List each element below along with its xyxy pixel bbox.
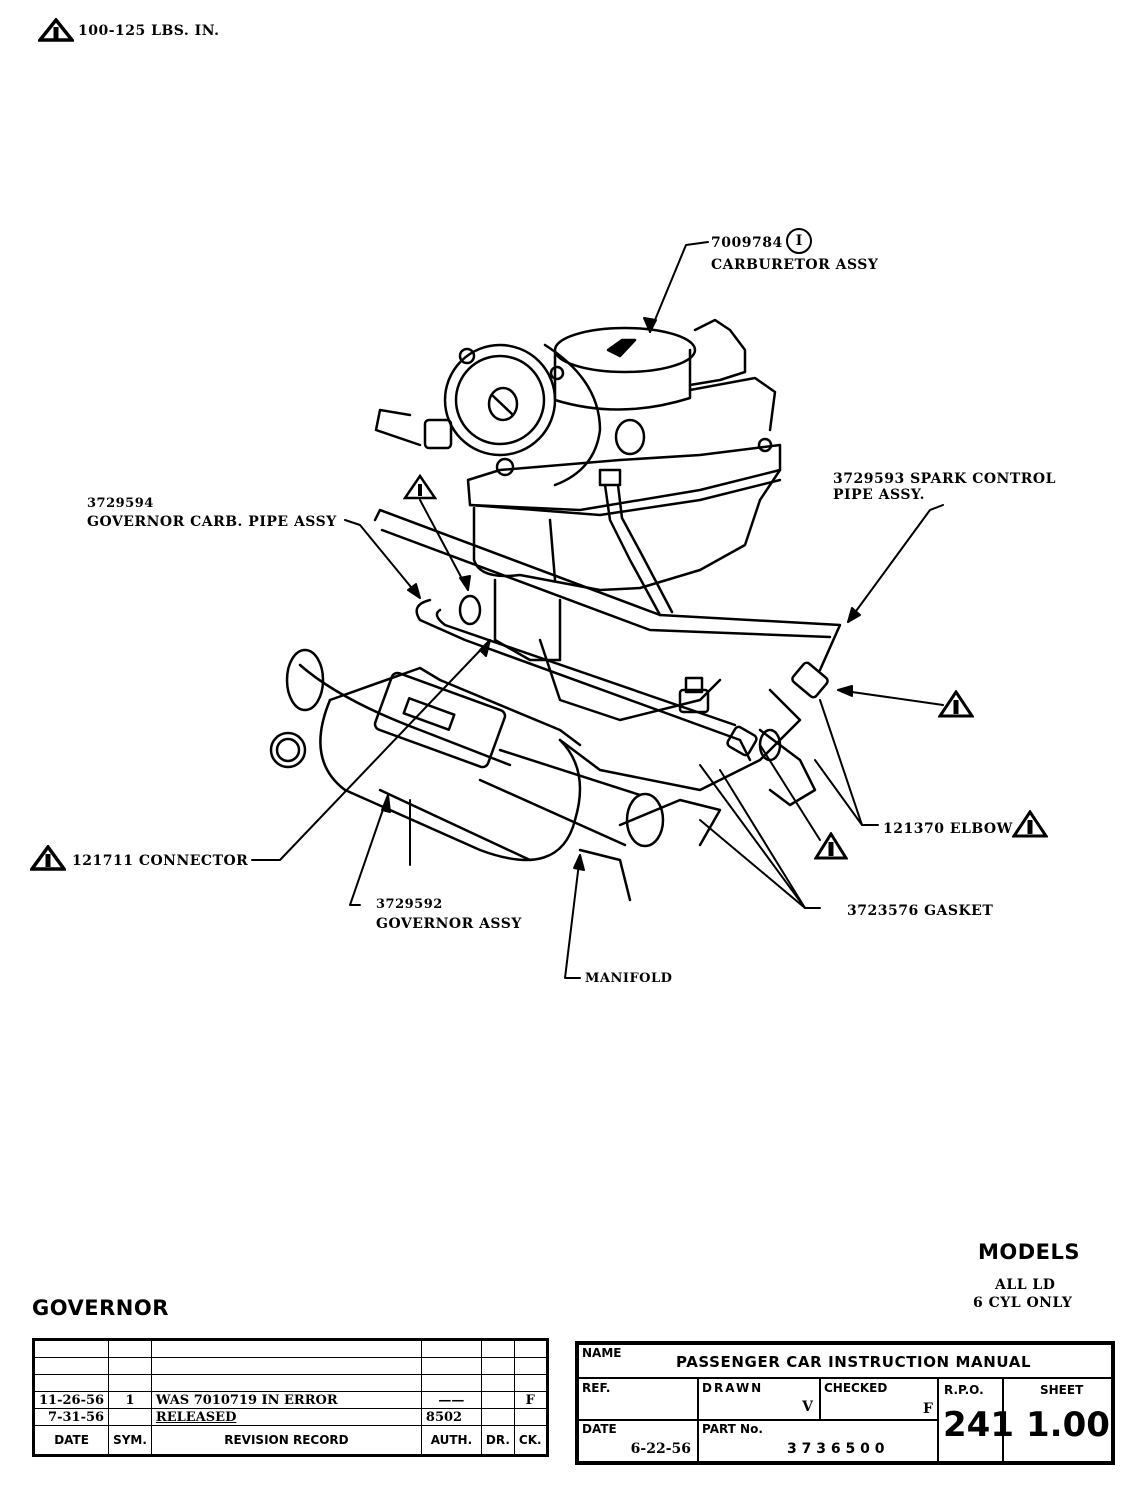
revision-date: 7-31-56 <box>32 1408 110 1426</box>
gasket-label: 3723576 GASKET <box>847 903 994 919</box>
part-no-value: 3 7 3 6 5 0 0 <box>787 1441 885 1457</box>
rpo-value: 241 <box>943 1405 1014 1445</box>
table-row <box>32 1357 548 1375</box>
revision-date: 11-26-56 <box>32 1391 110 1409</box>
models-title: MODELS <box>978 1240 1081 1264</box>
title-block: NAME PASSENGER CAR INSTRUCTION MANUAL RE… <box>575 1341 1115 1465</box>
torque-warning-icon <box>403 474 437 500</box>
torque-warning-icon <box>814 832 848 860</box>
ref-label: REF. <box>582 1381 611 1395</box>
header-dr: DR. <box>480 1425 515 1456</box>
models-line2: 6 CYL ONLY <box>973 1295 1073 1311</box>
sheet-cell: SHEET 1.00 <box>1003 1378 1112 1462</box>
governor-part-no: 3729592 <box>376 897 443 912</box>
revision-sym <box>108 1408 152 1426</box>
header-sym: SYM. <box>108 1425 152 1456</box>
checked-cell: CHECKED F <box>820 1378 938 1420</box>
rpo-cell: R.P.O. 241 <box>938 1378 1014 1462</box>
name-cell: NAME PASSENGER CAR INSTRUCTION MANUAL <box>578 1344 1112 1378</box>
section-title: GOVERNOR <box>32 1296 169 1320</box>
models-line1: ALL LD <box>995 1277 1056 1293</box>
table-row <box>32 1339 548 1358</box>
revision-record: RELEASED <box>150 1408 422 1426</box>
date-label: DATE <box>582 1422 617 1436</box>
revision-ck: F <box>513 1391 548 1409</box>
drawn-value: V <box>802 1399 813 1415</box>
header-revision-record: REVISION RECORD <box>150 1425 422 1456</box>
sheet-value: 1.00 <box>1026 1405 1110 1445</box>
table-header-row: DATE SYM. REVISION RECORD AUTH. DR. CK. <box>32 1425 548 1456</box>
torque-warning-icon <box>938 690 974 718</box>
revision-dr <box>480 1408 515 1426</box>
manifold <box>558 676 817 902</box>
checked-label: CHECKED <box>824 1381 888 1395</box>
torque-warning-icon <box>38 18 74 42</box>
header-ck: CK. <box>513 1425 548 1456</box>
drawn-label: DRAWN <box>702 1381 764 1395</box>
part-no-cell: PART No. 3 7 3 6 5 0 0 <box>698 1420 938 1462</box>
governor-pipe-name: GOVERNOR CARB. PIPE ASSY <box>87 514 337 530</box>
revision-record: WAS 7010719 IN ERROR <box>150 1391 422 1409</box>
header-date: DATE <box>32 1425 110 1456</box>
torque-warning-icon <box>1012 810 1048 838</box>
governor-pipe-part-no: 3729594 <box>87 496 154 511</box>
ref-cell: REF. <box>578 1378 698 1420</box>
revision-dr <box>480 1391 515 1409</box>
spark-pipe-line2: PIPE ASSY. <box>833 487 925 503</box>
carburetor-note-circle-icon: I <box>786 228 812 254</box>
carburetor-part-no: 7009784 <box>711 235 783 251</box>
elbow-label: 121370 ELBOW <box>883 821 1013 837</box>
revision-auth: 8502 <box>420 1408 482 1426</box>
table-row: 7-31-56 RELEASED 8502 <box>32 1408 548 1426</box>
revision-auth: —— <box>420 1391 482 1409</box>
governor-carb-pipe <box>415 594 758 762</box>
part-no-label: PART No. <box>702 1422 763 1436</box>
date-value: 6-22-56 <box>630 1441 691 1457</box>
governor-assembly-drawing <box>251 241 944 979</box>
table-row <box>32 1374 548 1392</box>
manifold-label: MANIFOLD <box>585 971 673 986</box>
rpo-label: R.P.O. <box>944 1383 984 1397</box>
name-label: NAME <box>582 1346 622 1360</box>
leader-lines <box>251 241 944 979</box>
carburetor-name: CARBURETOR ASSY <box>711 257 879 273</box>
revision-sym: 1 <box>108 1391 152 1409</box>
revision-table: 11-26-56 1 WAS 7010719 IN ERROR —— F 7-3… <box>32 1338 549 1457</box>
header-auth: AUTH. <box>420 1425 482 1456</box>
checked-value: F <box>923 1401 933 1417</box>
name-value: PASSENGER CAR INSTRUCTION MANUAL <box>676 1353 1032 1371</box>
spark-control-pipe <box>373 483 842 699</box>
torque-note-text: 100-125 LBS. IN. <box>78 23 220 39</box>
spark-pipe-line1: 3729593 SPARK CONTROL <box>833 471 1056 487</box>
torque-warning-icon <box>30 845 66 871</box>
governor-name: GOVERNOR ASSY <box>376 916 522 932</box>
connector-text: 121711 CONNECTOR <box>72 853 249 869</box>
carburetor-body <box>374 318 782 722</box>
governor-body <box>269 648 665 862</box>
sheet-label: SHEET <box>1040 1383 1084 1397</box>
table-row: 11-26-56 1 WAS 7010719 IN ERROR —— F <box>32 1391 548 1409</box>
revision-ck <box>513 1408 548 1426</box>
date-cell: DATE 6-22-56 <box>578 1420 698 1462</box>
drawn-cell: DRAWN V <box>698 1378 820 1420</box>
